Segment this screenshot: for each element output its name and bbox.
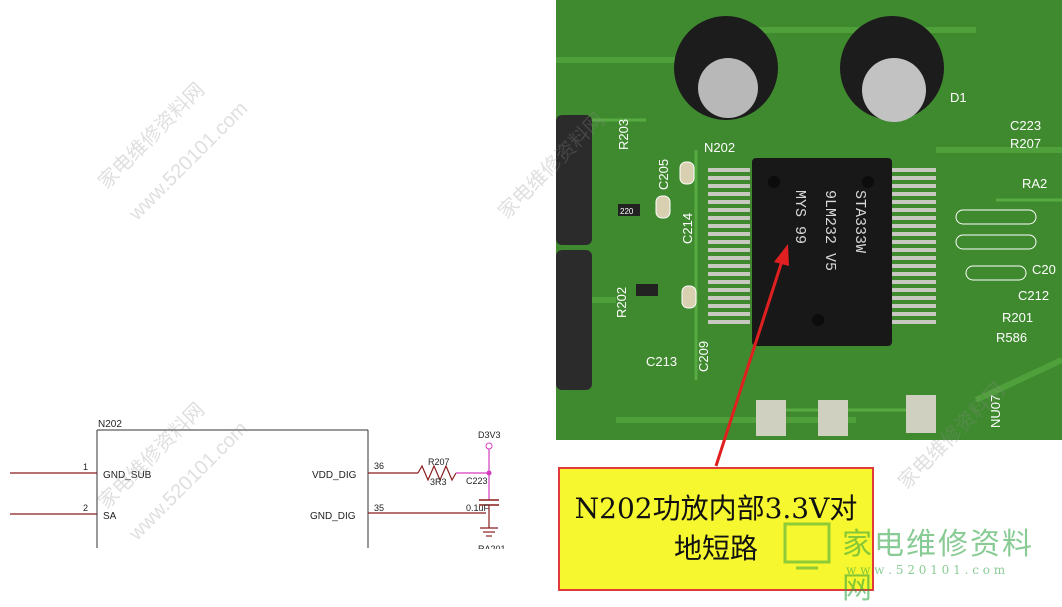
bottom-clip [0, 549, 556, 594]
smd-capacitor [681, 285, 697, 309]
ref-r203: R203 [616, 119, 631, 150]
ref-c223: C223 [1010, 118, 1041, 133]
pcb-photo: STA333W 9LM232 V5 MYS 99 220 R203 C205 N… [556, 0, 1062, 440]
ref-r207: R207 [1010, 136, 1041, 151]
pin35-name: GND_DIG [310, 511, 356, 522]
schematic-diagram: N202 1 GND_SUB 2 SA VDD_DIG 36 GND_DIG 3… [0, 419, 556, 594]
inductor [556, 250, 592, 390]
smd-resistor [618, 204, 640, 216]
smd-capacitor [955, 234, 1037, 250]
silkscreen-labels: R203 C205 N202 C214 R202 C209 C213 C223 … [614, 90, 1056, 428]
ic-marking: STA333W 9LM232 V5 MYS 99 [791, 190, 868, 271]
ref-ra2: RA2 [1022, 176, 1047, 191]
ref-r201: R201 [1002, 310, 1033, 325]
smd-capacitor [655, 195, 671, 219]
pin36-name: VDD_DIG [312, 470, 357, 481]
ic-pins-right [892, 168, 936, 324]
pin2-name: SA [103, 511, 117, 522]
smd-resistor [636, 284, 658, 296]
resistor-r207-symbol [417, 464, 457, 482]
site-logo: 家电维修资料网 w w w . 5 2 0 1 0 1 . c o m [780, 515, 1062, 606]
ref-r586: R586 [996, 330, 1027, 345]
ic-mount-hole [768, 176, 780, 188]
ic-marking-line2: 9LM232 V5 [821, 190, 838, 271]
logo-text-url: w w w . 5 2 0 1 0 1 . c o m [846, 563, 1006, 577]
smd-capacitor [965, 265, 1027, 281]
ref-c213: C213 [646, 354, 677, 369]
smd-pad [818, 400, 848, 436]
power-net-node [485, 442, 493, 450]
callout-line2: 地短路 [673, 532, 758, 565]
pin36-number: 36 [374, 461, 384, 471]
pin1-name: GND_SUB [103, 470, 152, 481]
ref-c209: C209 [696, 341, 711, 372]
ref-c212: C212 [1018, 288, 1049, 303]
capacitor-top [698, 58, 758, 118]
ic-mount-hole [862, 176, 874, 188]
smd-capacitor [955, 209, 1037, 225]
ic-marking-line3: MYS 99 [791, 190, 808, 244]
power-net-label: D3V3 [478, 430, 501, 440]
ref-c205: C205 [656, 159, 671, 190]
pin1-number: 1 [83, 462, 88, 472]
ref-r202: R202 [614, 287, 629, 318]
smd-pad [756, 400, 786, 436]
smd-capacitor [679, 161, 695, 185]
ic-mount-hole [812, 314, 824, 326]
pin2-number: 2 [83, 503, 88, 513]
ic-sta333w [752, 158, 892, 346]
ref-d1: D1 [950, 90, 967, 105]
resistor-value: 3R3 [430, 477, 447, 487]
resistor-ref: R207 [428, 457, 450, 467]
junction-dot [486, 470, 492, 476]
cap-value: 0.1uF [466, 503, 490, 513]
capacitor-top [862, 58, 926, 122]
logo-tv-icon [783, 522, 831, 570]
pin35-number: 35 [374, 503, 384, 513]
callout-line1: N202功放内部3.3V对 [574, 492, 858, 525]
ref-n202: N202 [704, 140, 735, 155]
cap-ref: C223 [466, 476, 488, 486]
fault-callout-box: N202功放内部3.3V对 地短路 [558, 467, 874, 591]
smd-pad [906, 395, 936, 433]
inductor [556, 115, 592, 245]
pcb-trace [566, 118, 1062, 412]
ref-c20: C20 [1032, 262, 1056, 277]
ref-c214: C214 [680, 213, 695, 244]
chip-ref-label: N202 [98, 419, 122, 430]
smd-resistor-code: 220 [620, 207, 634, 216]
logo-text-cn: 家电维修资料网 [842, 527, 1034, 606]
ic-marking-line1: STA333W [851, 190, 868, 253]
ref-nu07: NU07 [988, 395, 1003, 428]
